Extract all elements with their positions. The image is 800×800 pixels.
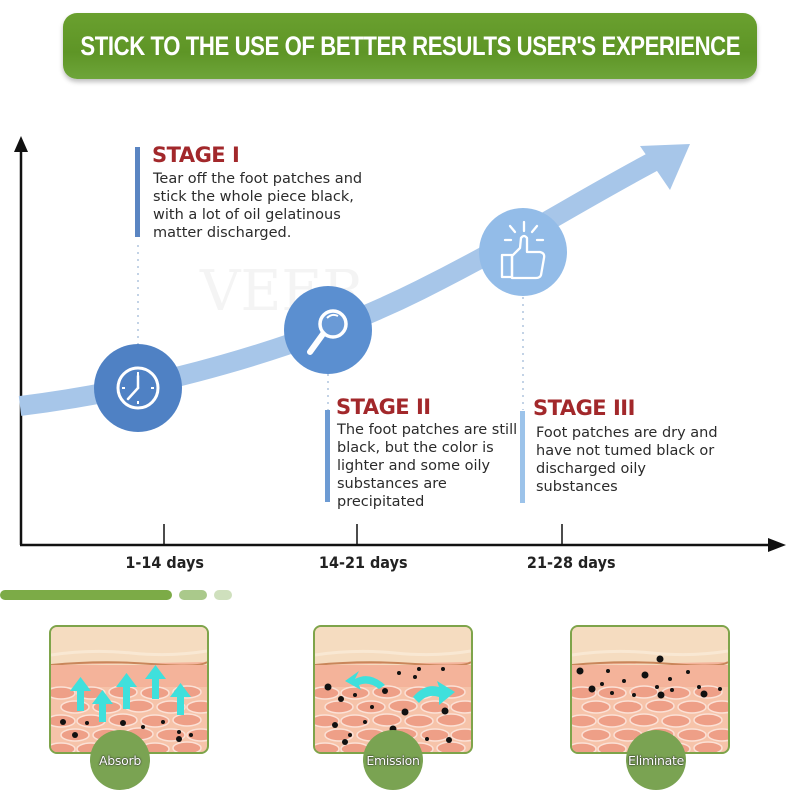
skin-absorb-illustration bbox=[51, 627, 207, 752]
thumbs-up-icon bbox=[500, 220, 546, 280]
emission-badge: Emission bbox=[363, 730, 423, 790]
stage-1-title: STAGE I bbox=[152, 143, 240, 167]
growth-curve-arrowhead-icon bbox=[640, 144, 690, 190]
stage-1-bar bbox=[135, 147, 140, 237]
eliminate-label: Eliminate bbox=[628, 752, 684, 768]
divider-pill-mid bbox=[179, 590, 207, 600]
stage-2-marker bbox=[284, 286, 372, 374]
skin-eliminate-illustration bbox=[572, 627, 728, 752]
x-label-1: 1-14 days bbox=[125, 553, 204, 572]
x-label-2: 14-21 days bbox=[318, 553, 408, 572]
stage-3-marker bbox=[479, 208, 567, 296]
stage-1-marker bbox=[94, 344, 182, 432]
emission-arrows-icon bbox=[345, 671, 455, 705]
stage-3-bar bbox=[520, 411, 525, 503]
stage-2-bar bbox=[325, 410, 330, 502]
eliminate-badge: Eliminate bbox=[626, 730, 686, 790]
stage-3-title: STAGE III bbox=[533, 396, 635, 420]
skin-emission-illustration bbox=[315, 627, 471, 752]
divider-pill-long bbox=[0, 590, 172, 600]
absorb-label: Absorb bbox=[99, 752, 141, 768]
y-axis-arrow-icon bbox=[14, 136, 28, 152]
stage-2-description: The foot patches are still black, but th… bbox=[337, 422, 518, 510]
emission-label: Emission bbox=[366, 752, 420, 768]
upward-arrows-icon bbox=[70, 665, 191, 722]
clock-icon bbox=[116, 366, 160, 410]
stage-1-description: Tear off the foot patches and stick the … bbox=[153, 171, 363, 241]
header-banner: STICK TO THE USE OF BETTER RESULTS USER'… bbox=[63, 13, 757, 79]
divider-pill-short bbox=[214, 590, 232, 600]
header-title: STICK TO THE USE OF BETTER RESULTS USER'… bbox=[80, 30, 740, 61]
skin-panel-eliminate bbox=[570, 625, 730, 754]
skin-panel-absorb bbox=[49, 625, 209, 754]
skin-panel-emission bbox=[313, 625, 473, 754]
stage-2-title: STAGE II bbox=[336, 395, 431, 419]
absorb-badge: Absorb bbox=[90, 730, 150, 790]
magnifier-icon bbox=[307, 309, 348, 355]
stage-3-description: Foot patches are dry and have not tumed … bbox=[536, 425, 718, 495]
x-axis-arrow-icon bbox=[768, 538, 786, 552]
x-label-3: 21-28 days bbox=[526, 553, 616, 572]
